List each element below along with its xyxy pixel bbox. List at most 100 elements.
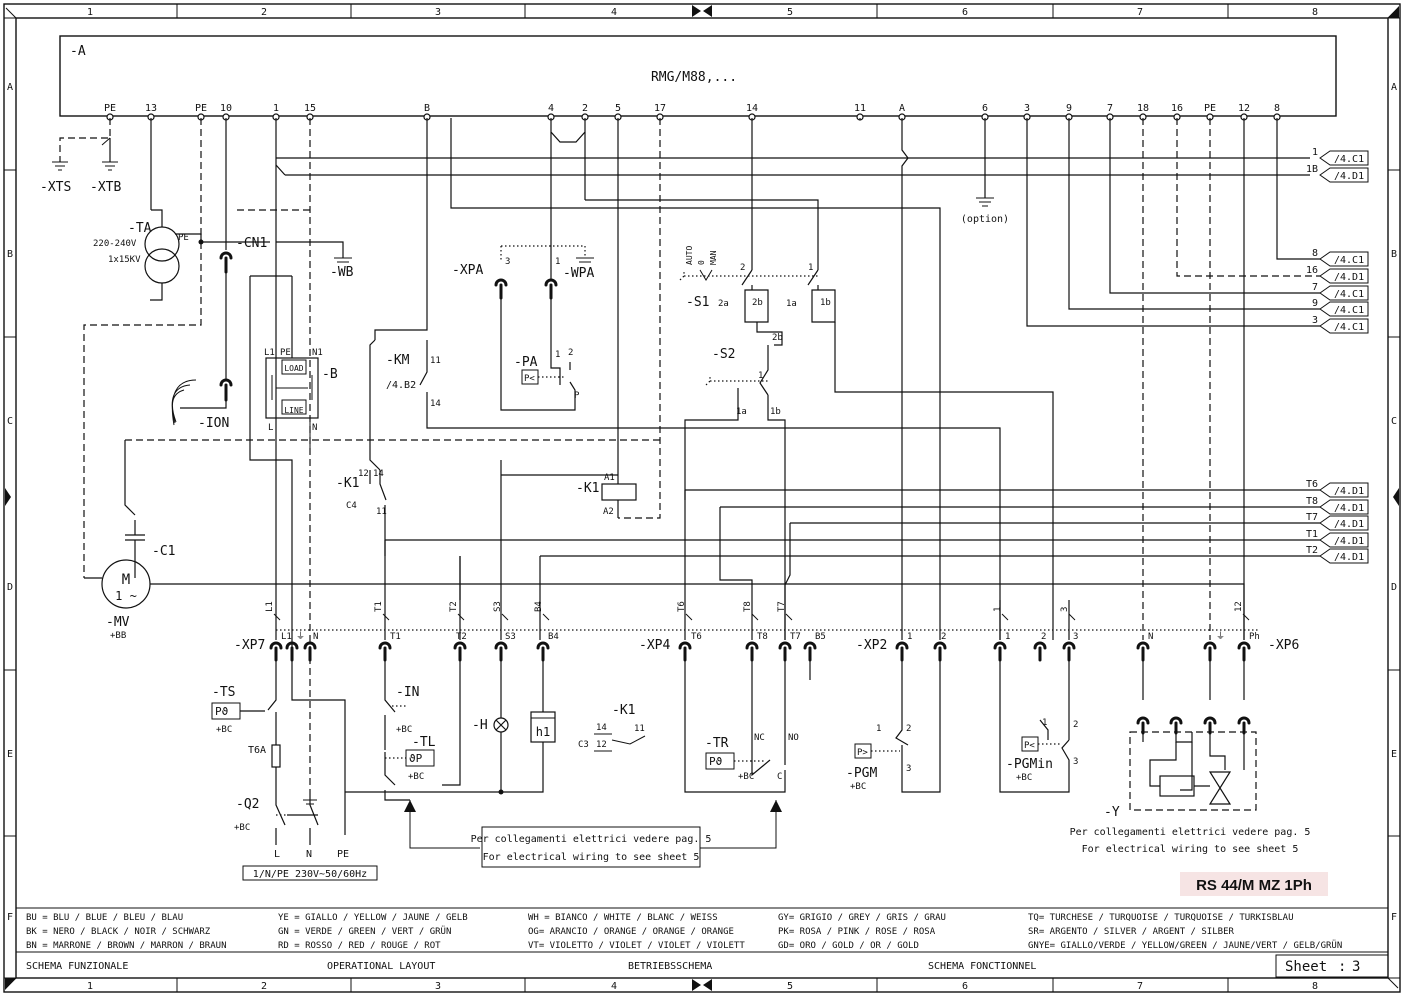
in-bc: +BC bbox=[396, 725, 412, 735]
k1-14: 14 bbox=[373, 469, 384, 479]
grid-col-3: 3 bbox=[435, 7, 441, 18]
xp4-pin-label: T7 bbox=[790, 632, 801, 642]
s2-1: 1 bbox=[758, 371, 763, 381]
cross-reference-tag bbox=[1319, 301, 1369, 317]
km-14: 14 bbox=[430, 399, 441, 409]
legend-bu: BU = BLU / BLUE / BLEU / BLAU bbox=[26, 913, 183, 923]
wire-number-tick bbox=[542, 613, 550, 621]
cross-reference-target: /4.D1 bbox=[1334, 519, 1364, 530]
s1-2: 2 bbox=[740, 263, 745, 273]
field-devices-xp7: -TS Pϑ +BC T6A -Q2 +BC L N PE 1/N/PE 230… bbox=[211, 655, 556, 881]
legend-bk: BK = NERO / BLACK / NOIR / SCHWARZ bbox=[26, 927, 211, 937]
grid-col-1: 1 bbox=[87, 981, 93, 992]
cross-reference-tag bbox=[1319, 318, 1369, 334]
legend-wh: WH = BIANCO / WHITE / BLANC / WEISS bbox=[528, 913, 718, 923]
ion-tag: -ION bbox=[198, 416, 229, 431]
cross-reference-target: /4.C1 bbox=[1334, 255, 1364, 266]
tr-symbol: Pϑ bbox=[709, 755, 722, 768]
xp6-tag: -XP6 bbox=[1268, 638, 1299, 653]
cross-reference-wire: 1 bbox=[1312, 147, 1318, 158]
cross-references: 1/4.C11B/4.D18/4.C116/4.D17/4.C19/4.C13/… bbox=[1306, 147, 1369, 564]
wire-number-label: T6 bbox=[677, 601, 687, 612]
pressure-switch-pgmin: P< 1 2 3 -PGMin +BC bbox=[999, 600, 1078, 793]
b-pe: PE bbox=[280, 348, 291, 358]
s1-1b: 1b bbox=[820, 298, 831, 308]
cross-reference-wire: T6 bbox=[1306, 479, 1318, 490]
grid-col-8: 8 bbox=[1312, 7, 1318, 18]
cross-reference-tag bbox=[1319, 515, 1369, 531]
xp6-pin-label: 2 bbox=[1041, 632, 1046, 642]
s1-man: MAN bbox=[709, 250, 718, 265]
xp6-pin-label: 1 bbox=[1005, 632, 1010, 642]
cross-reference-wire: T7 bbox=[1306, 512, 1318, 523]
grid-col-5: 5 bbox=[787, 981, 793, 992]
cn1-ion: -CN1 -ION -WB bbox=[171, 209, 354, 431]
q2-bc: +BC bbox=[234, 823, 250, 833]
ta-pe: PE bbox=[178, 233, 189, 243]
km-tag: -KM bbox=[386, 353, 410, 368]
footer-it: SCHEMA FUNZIONALE bbox=[26, 961, 128, 972]
module-tag: -A bbox=[70, 44, 86, 59]
xp2-tag: -XP2 bbox=[856, 638, 887, 653]
t6a-fuse: T6A bbox=[248, 745, 266, 756]
legend-gd: GD= ORO / GOLD / OR / GOLD bbox=[778, 941, 919, 951]
in-tag: -IN bbox=[396, 685, 419, 700]
s1-tag: -S1 bbox=[686, 295, 709, 310]
sheet-colon: : bbox=[1338, 959, 1346, 975]
cross-reference-tag bbox=[1319, 532, 1369, 548]
cross-reference-wire: 8 bbox=[1312, 248, 1318, 259]
module-terminal-label: B bbox=[424, 103, 430, 114]
thermostat-tr: -TR Pϑ +BC NC NO C bbox=[684, 655, 811, 793]
legend-og: OG= ARANCIO / ORANGE / ORANGE / ORANGE bbox=[528, 927, 734, 937]
s2-1a: 1a bbox=[736, 407, 747, 417]
module-terminal-label: 1 bbox=[273, 103, 279, 114]
legend-vt: VT= VIOLETTO / VIOLET / VIOLET / VIOLETT bbox=[528, 941, 745, 951]
grid-col-7: 7 bbox=[1137, 981, 1143, 992]
grid-col-6: 6 bbox=[962, 7, 968, 18]
grid-row-c: C bbox=[7, 416, 13, 427]
note-right-en: For electrical wiring to see sheet 5 bbox=[1082, 844, 1299, 855]
module-terminal-label: 7 bbox=[1107, 103, 1113, 114]
connector-tags: -XP7 -XP4 -XP2 -XP6 bbox=[234, 638, 1299, 653]
wire-number-label: S3 bbox=[493, 601, 503, 612]
pgmin-2: 2 bbox=[1073, 720, 1078, 730]
ts-symbol: Pϑ bbox=[215, 705, 228, 718]
s1-2a: 2a bbox=[718, 299, 729, 309]
k1b-12: 12 bbox=[596, 740, 607, 750]
sheet-number: 3 bbox=[1352, 959, 1360, 975]
module-terminal-label: 10 bbox=[220, 103, 232, 114]
b-line: LINE bbox=[284, 406, 303, 415]
cross-reference-wire: 3 bbox=[1312, 315, 1318, 326]
legend-pk: PK= ROSA / PINK / ROSE / ROSA bbox=[778, 927, 936, 937]
top-wiring: (option) bbox=[52, 118, 1320, 790]
tl-bc: +BC bbox=[408, 772, 424, 782]
module-terminal-label: PE bbox=[195, 103, 207, 114]
note-left-en: For electrical wiring to see sheet 5 bbox=[483, 852, 700, 863]
cross-reference-target: /4.D1 bbox=[1334, 552, 1364, 563]
pgmin-tag: -PGMin bbox=[1006, 757, 1053, 772]
ts-tag: -TS bbox=[212, 685, 235, 700]
module-terminal-label: 2 bbox=[582, 103, 588, 114]
xp7-pin-label: T2 bbox=[456, 632, 467, 642]
relay-k1: -K1 A1 A2 -K1 12 14 11 C4 bbox=[336, 460, 1320, 640]
pgm-1: 1 bbox=[876, 724, 881, 734]
xp7-pin-label: T1 bbox=[390, 632, 401, 642]
s1-1a: 1a bbox=[786, 299, 797, 309]
wire-number-label: 3 bbox=[1060, 607, 1070, 612]
footer-en: OPERATIONAL LAYOUT bbox=[327, 961, 435, 972]
xp6-pin-label: Ph bbox=[1249, 632, 1260, 642]
grid-row-f: F bbox=[1391, 912, 1397, 923]
wire-number-tick bbox=[273, 613, 281, 621]
module-terminal-label: 5 bbox=[615, 103, 621, 114]
grid-col-4: 4 bbox=[611, 981, 617, 992]
k1-contact-tag: -K1 bbox=[336, 476, 359, 491]
model-name: RS 44/M MZ 1Ph bbox=[1196, 877, 1312, 894]
cross-reference-wire: 9 bbox=[1312, 298, 1318, 309]
xpa-3: 3 bbox=[505, 257, 510, 267]
xp4-pin-label: T6 bbox=[691, 632, 702, 642]
legend-ye: YE = GIALLO / YELLOW / JAUNE / GELB bbox=[278, 913, 468, 923]
module-terminal-label: 18 bbox=[1137, 103, 1149, 114]
grid-col-5: 5 bbox=[787, 7, 793, 18]
km-11: 11 bbox=[430, 356, 441, 366]
